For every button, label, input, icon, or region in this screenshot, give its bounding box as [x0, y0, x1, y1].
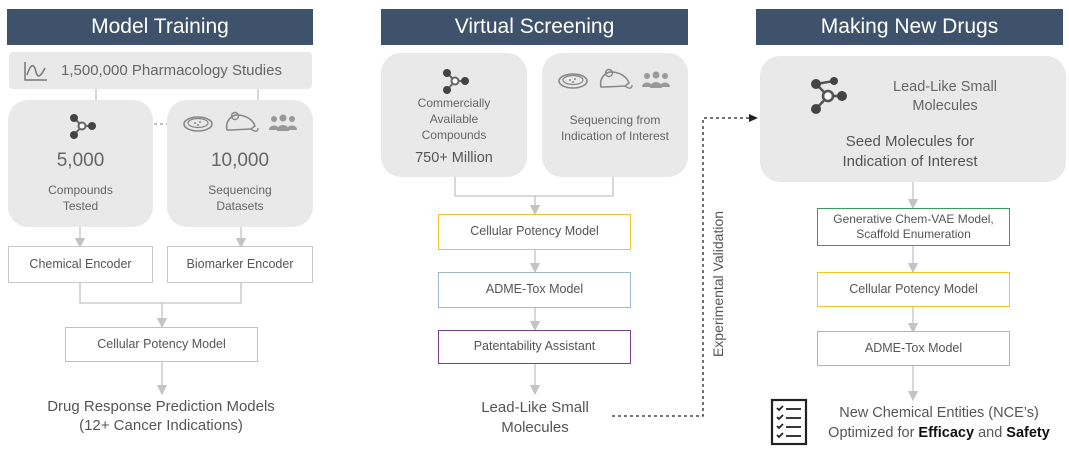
datasets-label: Sequencing Datasets: [208, 183, 272, 214]
mouse-icon: [225, 111, 259, 132]
molecule-icon: [811, 77, 847, 114]
commercial-count: 750+ Million: [415, 150, 493, 166]
cellular-potency-model-box-2: Cellular Potency Model: [438, 214, 631, 250]
commercial-compounds-panel: Commercially Available Compounds 750+ Mi…: [381, 53, 527, 177]
lead-like-box-line2: Molecules: [912, 97, 978, 114]
sequencing-datasets-panel: 10,000 Sequencing Datasets: [167, 100, 313, 227]
lead-like-box-line1: Lead-Like Small: [893, 79, 997, 95]
compounds-count: 5,000: [56, 150, 105, 171]
lead-like-line2: Molecules: [501, 418, 569, 436]
header-making-new-drugs: Making New Drugs: [756, 9, 1063, 45]
generative-line1: Generative Chem-VAE Model,: [833, 212, 994, 226]
cellular-potency-model-box-3: Cellular Potency Model: [817, 272, 1010, 307]
seed-line1: Seed Molecules for: [845, 133, 975, 150]
compounds-tested-panel: 5,000 Compounds Tested: [8, 100, 153, 227]
people-icon: [269, 114, 297, 131]
seed-line2: Indication of Interest: [842, 152, 978, 170]
nce-line2: Optimized for Efficacy and Safety: [810, 424, 1068, 444]
studies-label: 1,500,000 Pharmacology Studies: [61, 62, 282, 79]
drug-response-output: Drug Response Prediction Models (12+ Can…: [0, 397, 322, 435]
patentability-assistant-box: Patentability Assistant: [438, 330, 631, 364]
seed-molecules-panel: Lead-Like Small Molecules Seed Molecules…: [760, 56, 1066, 182]
people-icon: [642, 71, 670, 88]
petri-dish-icon: [558, 73, 588, 89]
checklist-icon: [770, 398, 808, 446]
nce-efficacy: Efficacy: [918, 424, 975, 441]
chemical-encoder-box: Chemical Encoder: [8, 246, 153, 283]
chart-wave-icon: [24, 62, 47, 81]
nce-safety: Safety: [1006, 424, 1050, 441]
drug-response-line1: Drug Response Prediction Models: [47, 398, 275, 415]
molecule-icon: [70, 114, 96, 139]
compounds-label: Compounds Tested: [48, 183, 113, 214]
generative-line2: Scaffold Enumeration: [856, 227, 971, 241]
mouse-icon: [599, 68, 633, 89]
experimental-validation-label: Experimental Validation: [710, 210, 726, 358]
generative-chem-vae-box: Generative Chem-VAE Model, Scaffold Enum…: [817, 208, 1010, 246]
adme-tox-model-box-2: ADME-Tox Model: [817, 331, 1010, 366]
header-virtual-screening: Virtual Screening: [381, 9, 688, 45]
sequencing-label: Sequencing from Indication of Interest: [560, 113, 670, 143]
biomarker-encoder-box: Biomarker Encoder: [167, 246, 313, 283]
nce-output: New Chemical Entities (NCE’s) Optimized …: [810, 404, 1068, 443]
cellular-potency-model-box-1: Cellular Potency Model: [65, 327, 258, 362]
seed-molecules-text: Seed Molecules for Indication of Interes…: [800, 132, 1020, 171]
sequencing-indication-panel: Sequencing from Indication of Interest: [542, 53, 688, 177]
lead-like-box-text: Lead-Like Small Molecules: [870, 78, 1020, 115]
lead-like-output: Lead-Like Small Molecules: [452, 398, 618, 437]
molecule-icon: [443, 69, 469, 94]
nce-prefix: Optimized for: [828, 424, 919, 441]
petri-dish-icon: [183, 116, 213, 132]
header-model-training: Model Training: [7, 9, 313, 45]
nce-line1: New Chemical Entities (NCE’s): [839, 405, 1039, 421]
pharmacology-studies-box: 1,500,000 Pharmacology Studies: [9, 52, 312, 89]
lead-like-line1: Lead-Like Small: [481, 399, 589, 416]
nce-and: and: [974, 424, 1007, 441]
commercial-label: Commercially Available Compounds: [417, 96, 491, 142]
datasets-count: 10,000: [210, 150, 270, 171]
drug-response-line2: (12+ Cancer Indications): [79, 417, 243, 435]
adme-tox-model-box-1: ADME-Tox Model: [438, 272, 631, 308]
